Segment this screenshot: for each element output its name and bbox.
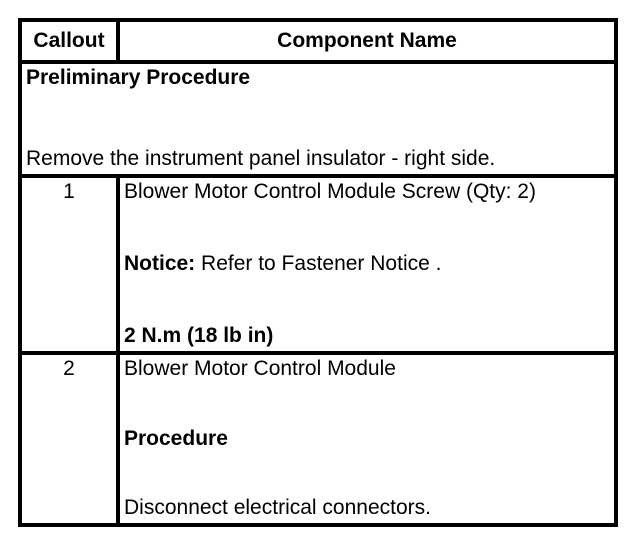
preliminary-row: Preliminary Procedure Remove the instrum…: [18, 60, 618, 178]
component-cell-2: Blower Motor Control Module Procedure Di…: [116, 351, 618, 527]
component-table: Callout Component Name Preliminary Proce…: [18, 18, 618, 527]
header-row: Callout Component Name: [18, 18, 618, 64]
callout-number-2: 2: [18, 351, 120, 527]
notice-text: Refer to Fastener Notice .: [195, 252, 442, 276]
component-name-1: Blower Motor Control Module Screw (Qty: …: [124, 180, 536, 203]
preliminary-instruction: Remove the instrument panel insulator - …: [26, 147, 496, 171]
component-row-1: 1 Blower Motor Control Module Screw (Qty…: [18, 174, 618, 355]
notice-label: Notice:: [124, 252, 196, 276]
callout-number-1: 1: [18, 174, 120, 355]
component-name-header: Component Name: [116, 18, 618, 64]
procedure-label: Procedure: [124, 426, 228, 450]
component-cell-1: Blower Motor Control Module Screw (Qty: …: [116, 174, 618, 355]
torque-spec: 2 N.m (18 lb in): [124, 324, 274, 348]
component-name-2: Blower Motor Control Module: [124, 357, 396, 380]
component-row-2: 2 Blower Motor Control Module Procedure …: [18, 351, 618, 527]
callout-header: Callout: [18, 18, 120, 64]
preliminary-title: Preliminary Procedure: [26, 66, 251, 89]
notice-line: Notice: Refer to Fastener Notice .: [124, 252, 610, 277]
preliminary-cell: Preliminary Procedure Remove the instrum…: [18, 60, 618, 178]
procedure-instruction: Disconnect electrical connectors.: [124, 496, 431, 520]
